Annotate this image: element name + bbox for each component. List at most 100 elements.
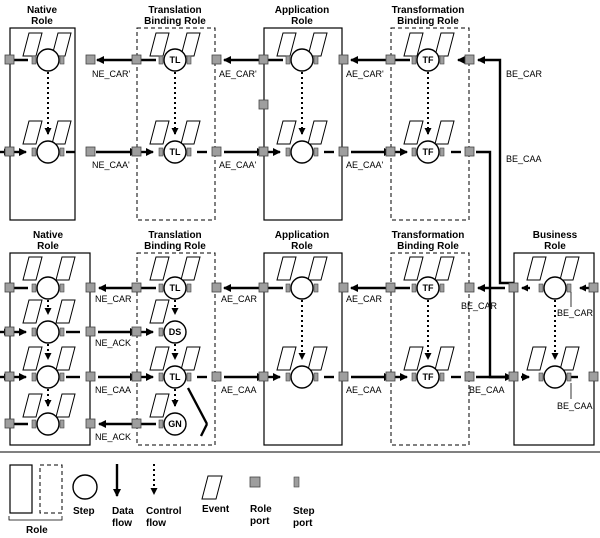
role-port-icon (385, 146, 396, 157)
step-port-icon (31, 327, 37, 337)
data-flow-arrow (477, 56, 514, 285)
event-icon (403, 346, 424, 371)
step-circle-ds (163, 320, 187, 344)
step-circle-tf (416, 48, 440, 72)
step-port-icon (59, 283, 65, 293)
translation-binding-role-bottom (136, 252, 216, 446)
flow-label: BE_CAR (506, 69, 543, 79)
event-icon (51, 120, 72, 145)
step-circle (36, 365, 60, 389)
step-port-icon (411, 147, 417, 157)
header-line: Binding Role (397, 241, 459, 252)
step-circle-tl (163, 48, 187, 72)
legend-step-port-label: Step (293, 506, 315, 517)
header-line: Role (544, 241, 566, 252)
step-port-icon (158, 283, 164, 293)
event-icon (276, 32, 297, 57)
step-port-icon (31, 372, 37, 382)
header-translation-binding-top: Translation Binding Role (144, 5, 206, 27)
event-icon (22, 120, 43, 145)
event-icon (526, 256, 547, 281)
header-line: Binding Role (144, 16, 206, 27)
step-label-tf: TF (423, 283, 434, 293)
role-port-icon (385, 54, 396, 65)
role-port-icon (508, 282, 519, 293)
step-port-icon (285, 55, 291, 65)
step-label-tl: TL (170, 55, 181, 65)
step-port-icon (186, 372, 192, 382)
legend: Role Step Data flow Control flow Event R… (8, 464, 315, 536)
header-business: Business Role (533, 230, 578, 252)
role-port-icon (85, 326, 96, 337)
role-port-icon (211, 282, 222, 293)
header-line: Transformation (392, 230, 465, 241)
header-line: Business (533, 230, 578, 241)
role-port-icon (338, 146, 349, 157)
step-port-icon (186, 147, 192, 157)
header-line: Translation (148, 5, 201, 16)
header-line: Native (27, 5, 57, 16)
step-circle (290, 140, 314, 164)
role-port-icon (588, 371, 599, 382)
step-port-icon (566, 372, 572, 382)
step-circle (36, 276, 60, 300)
role-port-icon (338, 282, 349, 293)
step-port-icon (158, 147, 164, 157)
flow-label: BE_CAA (506, 154, 542, 164)
step-port-icon (158, 372, 164, 382)
step-circle-tl (163, 365, 187, 389)
role-port-icon (4, 371, 15, 382)
legend-role-port-icon (249, 476, 261, 488)
event-icon (403, 256, 424, 281)
header-line: Application (275, 230, 329, 241)
role-port-icon (4, 146, 15, 157)
role-port-icon (131, 54, 142, 65)
step-circle (36, 412, 60, 436)
flow-label: BE_CAR (461, 301, 498, 311)
step-circle-tf (416, 140, 440, 164)
role-port-icon (464, 54, 475, 65)
event-icon (149, 346, 170, 371)
event-icon (180, 120, 201, 145)
role-port-icon (85, 371, 96, 382)
event-icon (149, 120, 170, 145)
step-port-icon (31, 419, 37, 429)
step-port-icon (538, 283, 544, 293)
role-port-icon (131, 326, 142, 337)
legend-role-dashed-icon (39, 464, 63, 514)
header-application-top: Application Role (275, 5, 329, 27)
step-label-tf: TF (423, 372, 434, 382)
step-label-tl: TL (170, 372, 181, 382)
flow-label: NE_ACK (95, 432, 131, 442)
flow-label: NE_CAR' (92, 69, 131, 79)
flow-label: AE_CAR (346, 294, 383, 304)
flow-label: AE_CAA (346, 385, 382, 395)
legend-role-port-label: port (250, 516, 270, 527)
role-port-icon (258, 282, 269, 293)
event-icon (55, 393, 76, 418)
role-ports (4, 54, 599, 429)
header-line: Role (291, 241, 313, 252)
event-icon (22, 256, 43, 281)
legend-event-icon (201, 475, 223, 500)
legend-event-label: Event (202, 504, 230, 515)
transformation-binding-role-top (390, 27, 470, 221)
event-icon (22, 299, 43, 324)
step-circle-tf (416, 276, 440, 300)
role-port-icon (211, 54, 222, 65)
flow-label: AE_CAR' (219, 69, 257, 79)
step-port-icon (439, 372, 445, 382)
step-circle-tl (163, 140, 187, 164)
step-port-icon (158, 419, 164, 429)
role-port-icon (258, 146, 269, 157)
role-port-icon (4, 54, 15, 65)
role-port-icon (131, 371, 142, 382)
role-port-icon (85, 418, 96, 429)
role-port-icon (464, 146, 475, 157)
event-icon (55, 256, 76, 281)
step-circle (36, 48, 60, 72)
step-port-icon (439, 147, 445, 157)
event-icon (276, 256, 297, 281)
event-icon (180, 346, 201, 371)
